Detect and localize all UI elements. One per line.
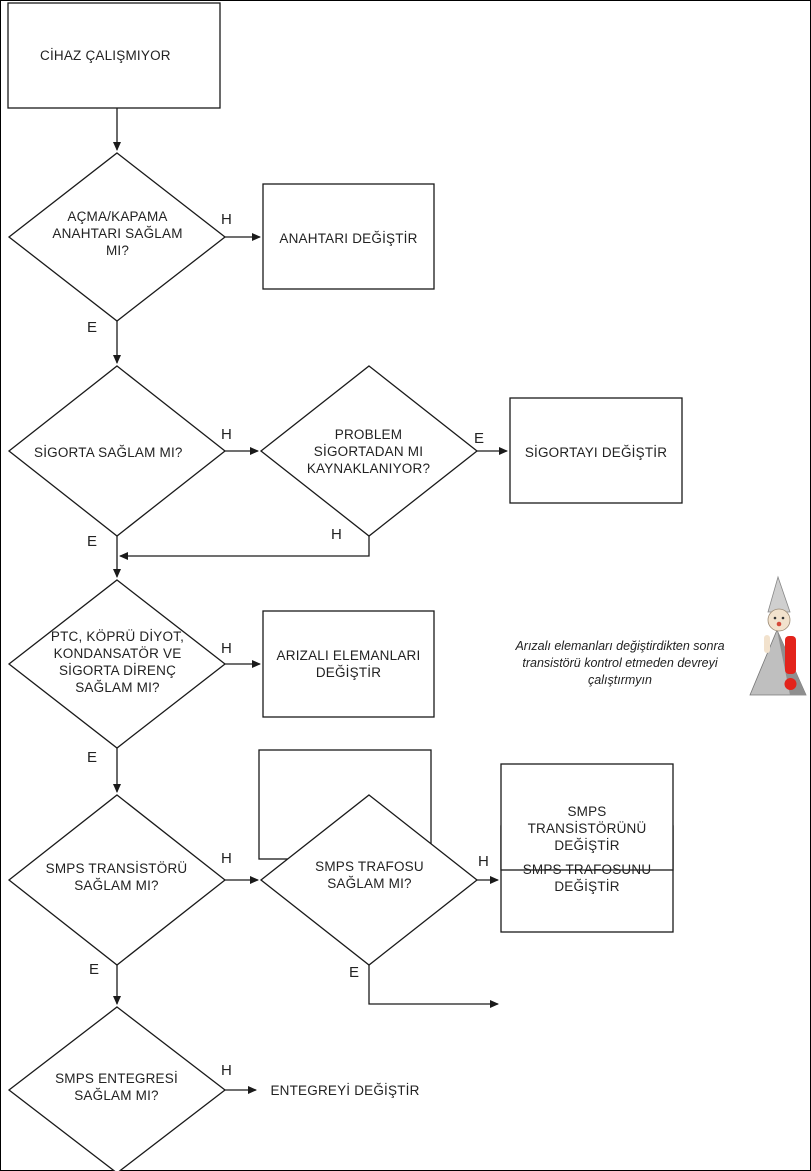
replace-parts-box [262,610,435,718]
edge-label-switch-no: H [221,211,232,228]
decision-parts-label: PTC, KÖPRÜ DİYOT, KONDANSATÖR VE SİGORTA… [50,629,185,695]
edge-label-transformer-no: H [478,853,489,870]
replace-transistor-label: SMPS TRANSİSTÖRÜNÜ DEĞİŞTİR [527,803,647,853]
start-box [7,2,221,109]
replace-fuse-box [509,397,683,504]
decision-problem-label: PROBLEM SİGORTADAN MI KAYNAKLANIYOR? [306,427,431,476]
edge-label-ic-no: H [221,1062,232,1079]
edge-label-switch-yes: E [87,319,98,336]
replace-switch-box [262,183,435,290]
replace-transistor-box [500,763,674,871]
replace-switch-label: ANAHTARI DEĞİŞTİR [279,230,418,246]
decision-transformer-label: SMPS TRAFOSU SAĞLAM MI? [315,859,424,891]
decision-ic-label: SMPS ENTEGRESİ SAĞLAM MI? [55,1071,178,1103]
edge-label-transformer-yes: E [349,964,360,981]
edge-label-transistor-no: H [221,850,232,867]
edge-label-problem-yes: E [474,430,485,447]
edge-label-fuse-no: H [221,426,232,443]
edge-label-transistor-yes: E [89,961,100,978]
replace-fuse-label: SİGORTAYI DEĞİŞTİR [524,444,668,460]
edge-label-parts-no: H [221,640,232,657]
warning-note: Arızalı elemanları değiştirdikten sonra … [515,639,725,687]
decision-transistor-label: SMPS TRANSİSTÖRÜ SAĞLAM MI? [45,861,188,893]
edge-label-parts-yes: E [87,749,98,766]
start-label: CİHAZ ÇALIŞMIYOR [40,47,171,63]
edge-problem-no [119,536,370,560]
edge-label-problem-no: H [331,526,342,543]
decision-fuse-label: SİGORTA SAĞLAM MI? [34,444,183,460]
replace-transformer-label: SMPS TRAFOSUNU DEĞİŞTİR [522,862,652,894]
decision-ic [7,1006,227,1171]
replace-parts-label: ARIZALI ELEMANLARI DEĞİŞTİR [276,648,421,680]
decision-switch-label: AÇMA/KAPAMA ANAHTARI SAĞLAM MI? [52,209,183,258]
replace-ic-label: ENTEGREYİ DEĞİŞTİR [270,1082,420,1098]
edge-transformer-yes [368,965,499,1008]
edge-label-fuse-yes: E [87,533,98,550]
